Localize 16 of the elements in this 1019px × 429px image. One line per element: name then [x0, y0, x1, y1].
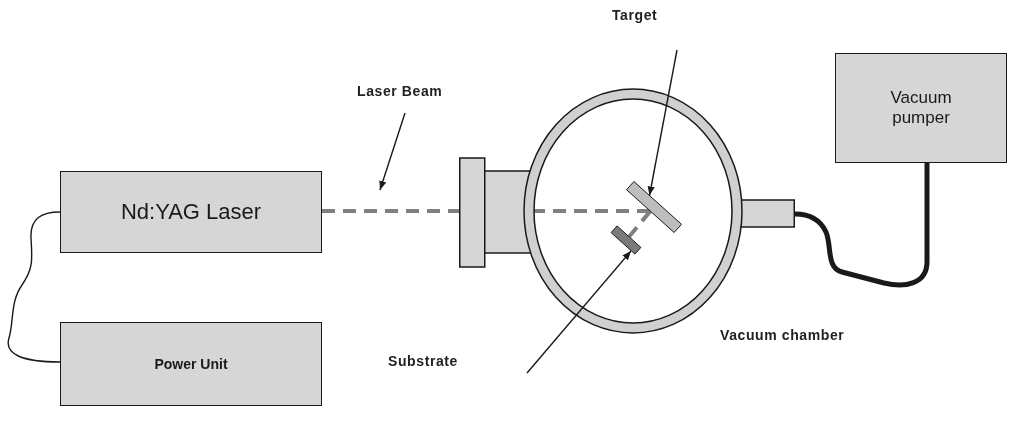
box-label: Nd:YAG Laser	[120, 199, 262, 225]
leader-line	[647, 49, 678, 197]
part-label: Vacuum chamber	[720, 328, 845, 342]
substrate-plate	[610, 224, 642, 256]
laser-unit-box	[60, 171, 322, 253]
leader-line	[379, 112, 406, 191]
box-label: Vacuum pumper	[889, 88, 953, 128]
vacuum-pump-box	[835, 53, 1007, 163]
cable-line	[7, 211, 61, 363]
power-unit-box	[60, 322, 322, 406]
part-label: Laser Beam	[357, 84, 443, 98]
target-plate	[625, 180, 683, 234]
part-label: Target	[612, 8, 658, 22]
part-label: Substrate	[388, 354, 458, 368]
leader-line	[526, 250, 632, 374]
box-label: Power Unit	[154, 355, 228, 373]
